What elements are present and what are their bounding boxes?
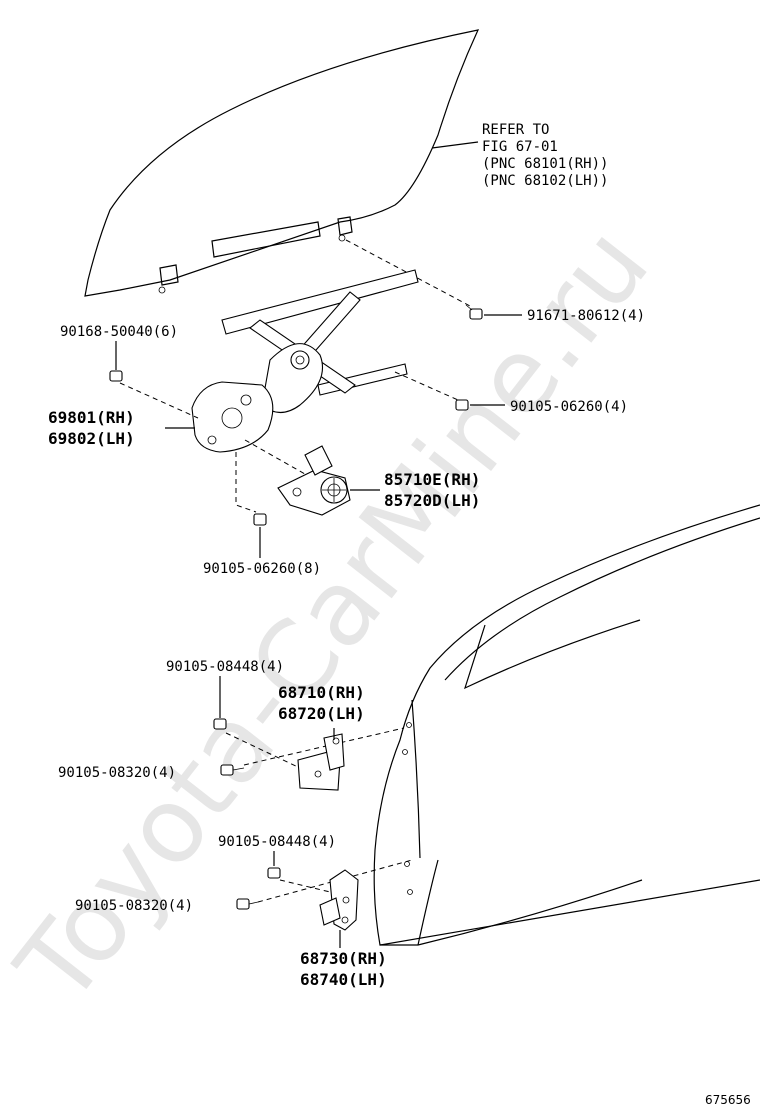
svg-text:68740(LH): 68740(LH): [300, 970, 387, 989]
bolt-08448-upper-label: 90105-08448(4): [166, 659, 284, 675]
svg-text:REFER TO: REFER TO: [482, 122, 549, 138]
svg-text:69802(LH): 69802(LH): [48, 429, 135, 448]
bolt-08320-upper-label: 90105-08320(4): [58, 765, 176, 781]
svg-text:85710E(RH): 85710E(RH): [384, 470, 480, 489]
svg-text:(PNC 68102(LH)): (PNC 68102(LH)): [482, 173, 608, 189]
bolt-08448-lower-label: 90105-08448(4): [218, 834, 336, 850]
bolt-08320-upper-icon: [220, 764, 245, 776]
svg-text:68710(RH): 68710(RH): [278, 683, 365, 702]
hinge-lower-label: 68730(RH) 68740(LH): [300, 949, 387, 989]
bolt-08320-lower-label: 90105-08320(4): [75, 898, 193, 914]
figure-id: 675656: [705, 1093, 751, 1107]
bolt-90105-06260-4-label: 90105-06260(4): [510, 399, 628, 415]
bolt-90168-label: 90168-50040(6): [60, 324, 178, 340]
regulator-label: 69801(RH) 69802(LH): [48, 408, 135, 448]
window-regulator: [191, 269, 419, 453]
motor-label: 85710E(RH) 85720D(LH): [384, 470, 480, 510]
glass-leader: [431, 141, 479, 149]
bolt-91671-icon: [465, 304, 483, 320]
window-motor: [277, 445, 351, 516]
bolt-90105-06260-4-icon: [455, 399, 469, 411]
bolt-08448-upper-icon: [213, 718, 227, 730]
svg-text:FIG 67-01: FIG 67-01: [482, 139, 558, 155]
hinge-upper-label: 68710(RH) 68720(LH): [278, 683, 365, 723]
bolt-08448-lower-icon: [267, 867, 281, 879]
bolt-90105-06260-8-icon: [253, 513, 267, 526]
hinge-lower: [319, 869, 359, 931]
glass-ref-label: REFER TO FIG 67-01 (PNC 68101(RH)) (PNC …: [482, 122, 608, 189]
svg-text:85720D(LH): 85720D(LH): [384, 491, 480, 510]
svg-text:69801(RH): 69801(RH): [48, 408, 135, 427]
svg-text:68730(RH): 68730(RH): [300, 949, 387, 968]
svg-text:68720(LH): 68720(LH): [278, 704, 365, 723]
svg-text:(PNC 68101(RH)): (PNC 68101(RH)): [482, 156, 608, 172]
bolt-91671-label: 91671-80612(4): [527, 308, 645, 324]
bolt-90105-06260-8-label: 90105-06260(8): [203, 561, 321, 577]
hinge-upper: [297, 733, 345, 791]
bolt-08320-lower-icon: [236, 898, 259, 910]
door-glass: [84, 29, 480, 297]
bolt-90168-icon: [109, 370, 123, 382]
car-body-outline: [373, 504, 760, 946]
